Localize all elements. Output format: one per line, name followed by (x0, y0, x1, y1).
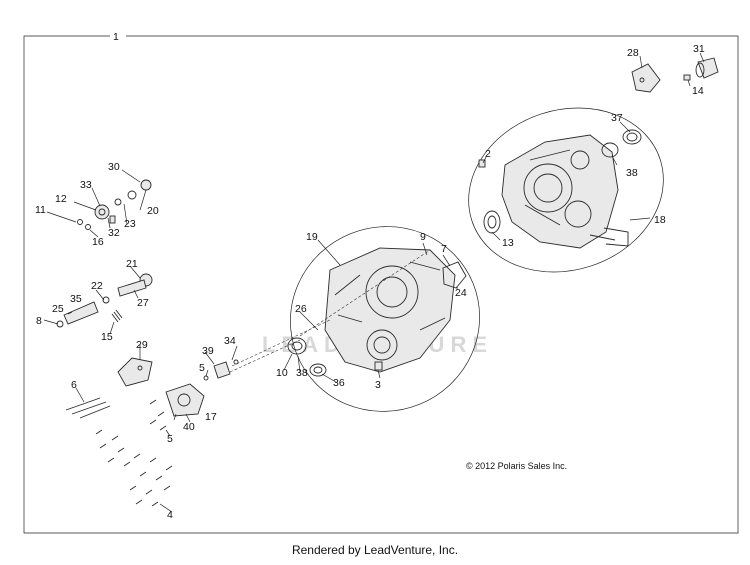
callout-27: 27 (137, 297, 149, 309)
seal-38-left (287, 337, 307, 355)
callout-24: 24 (455, 287, 467, 299)
callout-9: 9 (420, 231, 426, 243)
callout-20: 20 (147, 205, 159, 217)
callout-33: 33 (80, 179, 92, 191)
callout-12: 12 (55, 193, 67, 205)
callout-21: 21 (126, 258, 138, 270)
callout-28: 28 (627, 47, 639, 59)
callout-34: 34 (224, 335, 236, 347)
callout-3: 3 (375, 379, 381, 391)
callout-6: 6 (71, 379, 77, 391)
sensor-31 (697, 57, 719, 79)
shaft-assembly-21 (56, 273, 153, 328)
callout-26: 26 (295, 303, 307, 315)
screw-14 (683, 74, 691, 81)
callout-18: 18 (654, 214, 666, 226)
housing-right (501, 134, 629, 249)
callout-39: 39 (202, 345, 214, 357)
plug-3 (374, 361, 383, 371)
rendered-by-footer: Rendered by LeadVenture, Inc. (291, 543, 459, 557)
assembly-frame (23, 35, 739, 534)
callout-38-right: 38 (626, 167, 638, 179)
screws-4 (95, 399, 173, 507)
callout-37: 37 (611, 112, 623, 124)
callout-16: 16 (92, 236, 104, 248)
callout-30: 30 (108, 161, 120, 173)
seal-37 (622, 129, 642, 145)
callout-5b: 5 (167, 433, 173, 445)
plug-2 (478, 159, 486, 168)
housing-outline-19 (290, 226, 480, 412)
callout-7: 7 (441, 243, 447, 255)
callout-40: 40 (183, 421, 195, 433)
housing-outline-18 (468, 107, 664, 273)
callout-17: 17 (205, 411, 217, 423)
gasket-24 (442, 261, 467, 289)
callout-22: 22 (91, 280, 103, 292)
callout-2: 2 (485, 148, 491, 160)
callout-29: 29 (136, 339, 148, 351)
callout-1: 1 (113, 31, 119, 43)
copyright-notice: © 2012 Polaris Sales Inc. (466, 461, 568, 471)
callout-38-left: 38 (296, 367, 308, 379)
callout-4: 4 (167, 509, 173, 521)
callout-13: 13 (502, 237, 514, 249)
callout-11: 11 (35, 204, 46, 216)
callout-23: 23 (124, 218, 136, 230)
callout-36: 36 (333, 377, 345, 389)
callout-10: 10 (276, 367, 288, 379)
pump-17 (165, 383, 205, 417)
callout-31: 31 (693, 43, 705, 55)
callout-35: 35 (70, 293, 82, 305)
callout-32: 32 (108, 227, 120, 239)
gear-assembly-30 (77, 179, 152, 230)
bracket-28 (631, 63, 661, 93)
bolts-6 (65, 397, 111, 419)
callout-25: 25 (52, 303, 64, 315)
sensor-39 (203, 359, 239, 381)
callout-15: 15 (101, 331, 113, 343)
callout-5a: 5 (199, 362, 205, 374)
callout-8: 8 (36, 315, 42, 327)
bracket-29 (117, 357, 153, 387)
seal-38-right (601, 142, 619, 158)
callout-14: 14 (692, 85, 704, 97)
callout-19: 19 (306, 231, 318, 243)
seal-13 (483, 210, 501, 234)
seal-36 (309, 363, 327, 377)
housing-center (324, 247, 456, 373)
